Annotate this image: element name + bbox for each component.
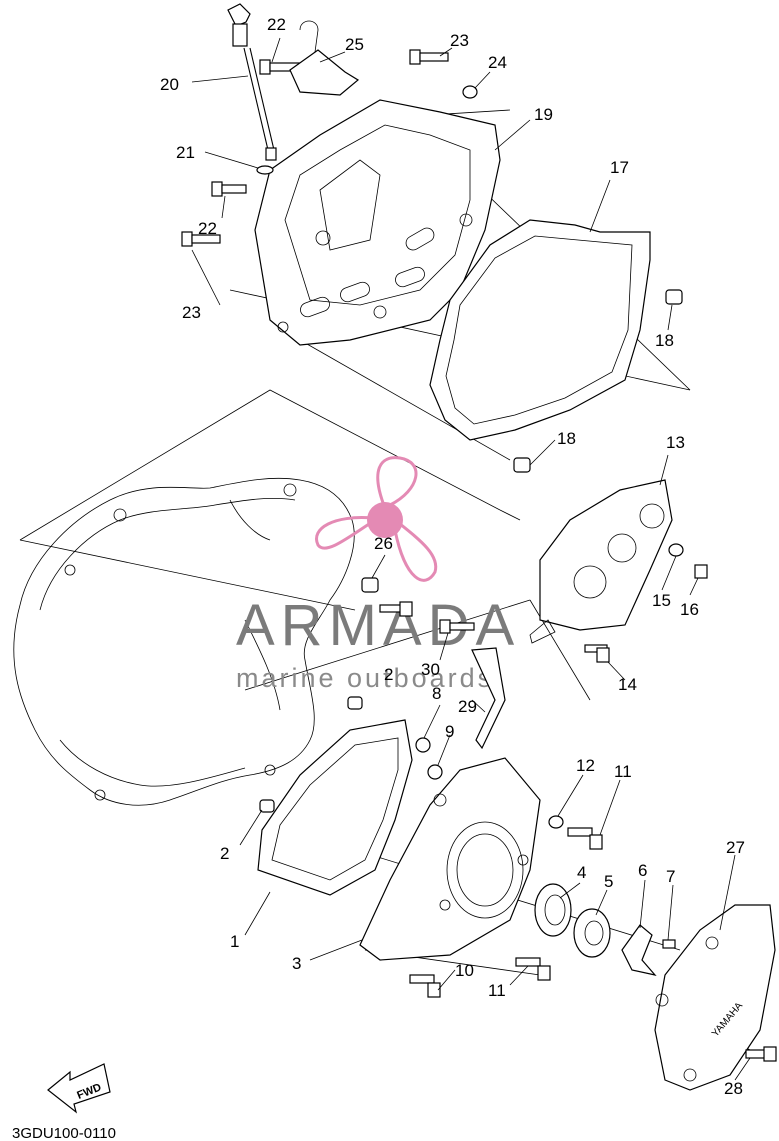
bracket-25	[289, 20, 360, 96]
callout-7: 7	[666, 867, 675, 886]
clutch-cover	[254, 99, 501, 346]
washer-12	[548, 815, 564, 829]
callout-23-top: 23	[450, 31, 469, 50]
dipstick	[227, 3, 277, 161]
callout-1: 1	[230, 932, 239, 951]
bolt-16	[694, 564, 708, 579]
callout-27: 27	[726, 838, 745, 857]
callout-9: 9	[445, 722, 454, 741]
callout-labels: 20 22 25 23 24 19 21 22 17 23 18 18 13 2…	[160, 15, 745, 1098]
callout-24: 24	[488, 53, 507, 72]
bolt-11-upper	[567, 827, 603, 850]
leader-lines	[191, 37, 751, 1081]
callout-4: 4	[577, 863, 586, 882]
o-ring-21	[256, 165, 274, 175]
washer-24	[462, 85, 478, 99]
gasket-17	[429, 219, 651, 441]
callout-2-upper: 2	[384, 665, 393, 684]
callout-13: 13	[666, 433, 685, 452]
bolt-23-left	[181, 231, 221, 247]
callout-19: 19	[534, 105, 553, 124]
callout-11-upper: 11	[614, 762, 632, 781]
callout-22-top: 22	[267, 15, 286, 34]
plug-8	[415, 737, 431, 753]
dowel-18-right	[665, 289, 683, 305]
diagram-code: 3GDU100-0110	[12, 1125, 116, 1141]
callout-8: 8	[432, 684, 441, 703]
bolt-10	[409, 974, 441, 998]
callout-23-left: 23	[182, 303, 201, 322]
plate-29	[471, 647, 506, 750]
bolt-26-lower	[379, 601, 413, 617]
screw-7	[662, 939, 676, 949]
bolt-11-lower	[515, 957, 551, 981]
bolt-23-upper	[409, 49, 449, 65]
dowel-18-lower	[513, 457, 531, 473]
dowel-2-upper	[347, 696, 363, 710]
callout-29: 29	[458, 697, 477, 716]
callout-6: 6	[638, 861, 647, 880]
callout-16: 16	[680, 600, 699, 619]
cover-27: YAMAHA	[654, 904, 776, 1091]
callout-22-left: 22	[198, 219, 217, 238]
callout-15: 15	[652, 591, 671, 610]
crankcase-outline	[13, 477, 355, 806]
bolt-14	[584, 644, 610, 663]
bolt-22-left	[211, 181, 247, 197]
watermark-title: ARMADA	[236, 593, 520, 658]
plug-26	[361, 577, 379, 593]
callout-10: 10	[455, 961, 474, 980]
callout-26: 26	[374, 534, 393, 553]
plate-6	[621, 924, 657, 976]
gasket-1	[257, 719, 413, 896]
callout-18-lower: 18	[557, 429, 576, 448]
o-ring-9	[427, 764, 443, 780]
washer-15	[668, 543, 684, 557]
callout-3: 3	[292, 954, 301, 973]
propeller-logo	[315, 456, 438, 582]
callout-18-right: 18	[655, 331, 674, 350]
callout-5: 5	[604, 872, 613, 891]
bolt-28	[745, 1046, 777, 1062]
callout-14: 14	[618, 675, 637, 694]
watermark-subtitle: marine outboards	[236, 663, 494, 693]
bearing-4	[534, 883, 572, 937]
callout-30: 30	[421, 660, 440, 679]
crankcase-cover-3	[359, 757, 541, 961]
callout-28: 28	[724, 1079, 743, 1098]
callout-11-lower: 11	[488, 981, 506, 1000]
bolt-30	[439, 619, 475, 634]
watermark: ARMADA marine outboards	[236, 456, 520, 693]
dowel-2-lower	[259, 799, 275, 813]
callout-20: 20	[160, 75, 179, 94]
cover-13	[539, 479, 673, 631]
callout-2-lower: 2	[220, 844, 229, 863]
callout-21: 21	[176, 143, 195, 162]
oil-seal-5	[573, 908, 611, 958]
callout-12: 12	[576, 756, 595, 775]
callout-25: 25	[345, 35, 364, 54]
fwd-arrow: FWD	[47, 1063, 111, 1114]
callout-17: 17	[610, 158, 629, 177]
